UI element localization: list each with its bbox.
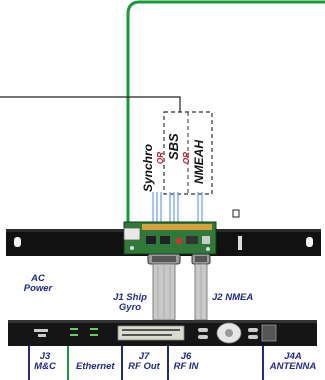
- nav-keypad-icon: [198, 322, 258, 344]
- j2-nmea-label: J2 NMEA: [212, 292, 254, 303]
- j3-mc-label: J3 M&C: [34, 351, 56, 372]
- j6-rf-in-label: J6 RF IN: [173, 351, 199, 372]
- empty-square-icon: [232, 209, 240, 218]
- db-connector-j1-icon: [147, 253, 181, 265]
- lcd-display-icon: [117, 325, 185, 341]
- green-cable: [126, 0, 325, 232]
- ac-power-label: AC Power: [23, 273, 53, 294]
- ribbon-cable-j2-icon: [194, 263, 208, 321]
- signal-wire: [0, 96, 181, 112]
- nmeah-label: NMEAH: [192, 140, 206, 184]
- j4a-antenna-label: J4A ANTENNA: [269, 351, 317, 372]
- port-dividers: [28, 346, 264, 380]
- j1-ship-gyro-label: J1 Ship Gyro: [113, 292, 147, 313]
- db-connector-j2-icon: [191, 253, 211, 265]
- j7-rf-out-label: J7 RF Out: [128, 351, 160, 372]
- antenna-port-icon: [261, 324, 277, 342]
- or-label-2: OR: [182, 152, 191, 164]
- board-wires: [152, 192, 203, 222]
- synchro-label: Synchro: [141, 143, 155, 192]
- interface-board-icon: [123, 221, 217, 255]
- or-label-1: OR: [156, 152, 165, 164]
- sbs-label: SBS: [166, 133, 181, 160]
- ethernet-label: Ethernet: [76, 361, 115, 372]
